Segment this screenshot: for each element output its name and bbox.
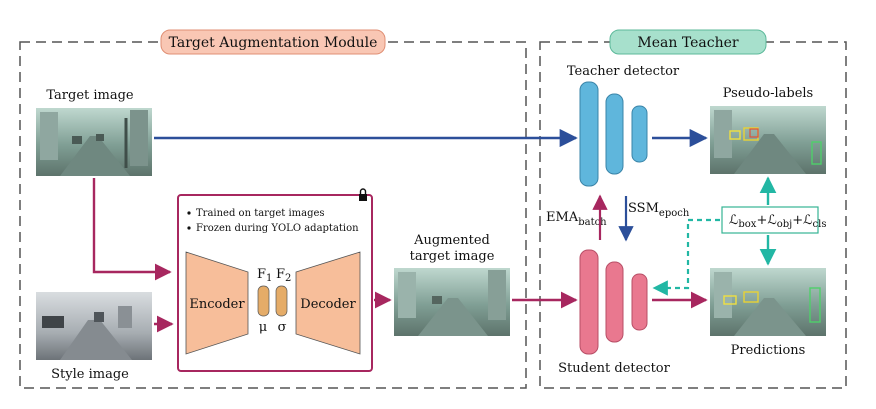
- style-image-thumbnail: [36, 292, 152, 360]
- ema-label: EMAbatch: [546, 210, 607, 228]
- sigma-label: σ: [278, 320, 287, 335]
- teacher-detector-network: [579, 81, 648, 187]
- note-bullet: [187, 226, 191, 230]
- student-detector-label: Student detector: [558, 361, 671, 376]
- predictions-label: Predictions: [731, 343, 806, 358]
- style-image-label: Style image: [51, 367, 129, 382]
- mean-teacher-tag: [609, 29, 767, 55]
- target-image-thumbnail: [36, 108, 152, 176]
- augmentation-module-tag: [160, 29, 386, 55]
- mean-teacher-title: Mean Teacher: [637, 35, 738, 51]
- f1-label: F1: [257, 267, 272, 284]
- decoder-block: [295, 251, 361, 355]
- feature-stat-f1: [257, 285, 270, 317]
- augmented-image-thumbnail: [394, 268, 510, 336]
- decoder-label: Decoder: [300, 297, 356, 312]
- feature-stat-f2: [275, 285, 288, 317]
- encoder-block: [185, 251, 249, 355]
- encoder-label: Encoder: [189, 297, 245, 312]
- student-detector-network: [579, 249, 648, 355]
- augmented-label-line1: Augmented: [413, 233, 490, 248]
- mu-label: μ: [259, 320, 267, 335]
- loss-to-student-arrow: [652, 218, 720, 296]
- f2-label: F2: [276, 267, 291, 284]
- augmented-label-line2: target image: [410, 249, 495, 264]
- pseudo-labels-label: Pseudo-labels: [723, 86, 813, 101]
- augmentation-module-frame: [19, 41, 527, 389]
- target-to-encoder-arrow: [92, 178, 172, 281]
- note-bullet: [187, 211, 191, 215]
- pseudo-labels-thumbnail: [710, 106, 826, 174]
- loss-box: [721, 206, 819, 234]
- target-image-label: Target image: [46, 88, 134, 103]
- note-frozen: Frozen during YOLO adaptation: [196, 223, 359, 234]
- teacher-detector-label: Teacher detector: [567, 64, 680, 79]
- loss-formula: ℒbox+ℒobj+ℒcls: [729, 213, 826, 230]
- note-trained: Trained on target images: [196, 208, 325, 219]
- augmentation-module-title: Target Augmentation Module: [169, 35, 378, 51]
- lock-icon: [359, 188, 367, 201]
- predictions-thumbnail: [710, 268, 826, 336]
- ssm-label: SSMepoch: [628, 201, 690, 219]
